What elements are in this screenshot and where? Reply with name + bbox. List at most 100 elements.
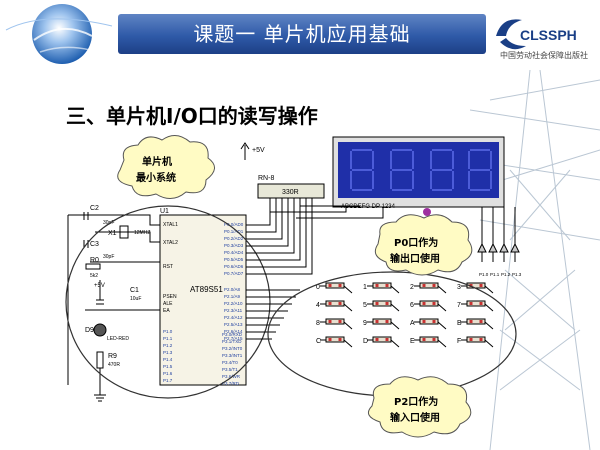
c3-value: 30pF [103,254,114,260]
p0-bus-wires [246,198,384,275]
digit-driver-triangle [477,242,487,253]
key-contact [422,302,426,305]
p0-pin-label: P0.0/AD0 [224,222,244,227]
callout-min-system-line1: 单片机 [142,155,172,168]
digit-driver-triangle [499,242,509,253]
key-wire [367,285,400,294]
key-contact [385,284,389,287]
digit-driver-label: P1.2 [501,272,511,277]
title-bar [118,14,486,54]
mcu-chip [159,214,247,386]
brand-subtitle: 中国劳动社会保障出版社 [500,51,588,60]
p1-pin-label: P1.6 [163,371,173,376]
key-label: 9 [363,320,367,327]
key-wire [320,321,353,330]
key-contact [375,284,379,287]
pin-rst: RST [163,264,173,270]
p3-pin-label: P3.2/INT0 [222,346,243,351]
key-contact [432,302,436,305]
r0-label: R0 [90,257,99,264]
digit-driver-label: P1.0 [479,272,489,277]
globe-icon [5,4,113,64]
key-contact [479,302,483,305]
pin-ea: EA [163,308,170,314]
key-contact [375,320,379,323]
key-label: 6 [410,302,414,309]
p3-pin-label: P3.5/T1 [222,367,238,372]
key-label: 5 [363,302,367,309]
key-label: F [457,338,461,345]
pin-xtal2: XTAL2 [163,240,178,246]
key-wire [414,321,447,330]
key-contact [385,338,389,341]
mcu-name: AT89S51 [190,285,223,294]
key-label: 2 [410,284,414,291]
p2-pin-labels: P2.0/A8P2.1/A9P2.2/A10P2.3/A11P2.4/A12P2… [224,287,243,341]
key-contact [422,284,426,287]
display-digits [350,149,492,191]
digit-driver-label: P1.3 [512,272,522,277]
p0-pin-label: P0.2/AD2 [224,236,244,241]
p0-pin-label: P0.6/AD6 [224,264,244,269]
key-contact [385,302,389,305]
key-wire [367,303,400,312]
callout-p0-output: P0口作为 输出口使用 [374,214,473,276]
key-contact [479,338,483,341]
c3-label: C3 [90,241,99,248]
key-contact [479,284,483,287]
section-heading: 三、单片机I/O口的读写操作 [66,104,318,128]
key-label: 0 [316,284,320,291]
key-wire [461,285,494,294]
key-contact [338,302,342,305]
key-contact [469,302,473,305]
display-pin-marker [423,208,431,216]
d9-label: D9 [85,327,94,334]
power-label: +5V [252,147,265,154]
p3-pin-label: P3.1/TXD [222,339,242,344]
brand-name: CLSSPH [520,27,577,43]
callout-p0-line1: P0口作为 [394,236,438,249]
key-contact [432,284,436,287]
p3-pin-label: P3.4/T0 [222,360,238,365]
key-contact [469,320,473,323]
key-label: 1 [363,284,367,291]
key-contact [422,338,426,341]
key-label: D [363,338,368,345]
key-wire [367,339,400,348]
p0-pin-labels: P0.0/AD0P0.1/AD1P0.2/AD2P0.3/AD3P0.4/AD4… [224,222,244,276]
p1-pin-labels: P1.0P1.1P1.2P1.3P1.4P1.5P1.6P1.7 [163,329,173,383]
p2-pin-label: P2.1/A9 [224,294,241,299]
key-wire [320,285,353,294]
header-banner: 课题一 单片机应用基础 CLSSPH 中国劳动社会保障出版社 [0,0,600,70]
key-contact [469,284,473,287]
key-label: 4 [316,302,320,309]
p0-pin-label: P0.5/AD5 [224,257,244,262]
c1-value: 10uF [130,296,141,302]
key-wire [461,303,494,312]
p1-pin-label: P1.0 [163,329,173,334]
resistor-network [257,183,325,199]
x1-label: X1 [108,230,117,237]
key-wire [320,303,353,312]
digit-driver-label: P1.1 [490,272,500,277]
key-label: 3 [457,284,461,291]
p1-pin-label: P1.3 [163,350,173,355]
p0-pin-label: P0.4/AD4 [224,250,244,255]
callout-p2-line2: 输入口使用 [390,411,440,424]
resnet-value: 330R [282,189,299,196]
page-title: 课题一 单片机应用基础 [193,22,411,46]
resistor-r0 [85,263,101,270]
resistor-r9 [96,351,104,369]
p0-pin-label: P0.1/AD1 [224,229,244,234]
key-contact [375,302,379,305]
key-label: A [410,320,415,327]
oscillator-circuit [67,212,160,385]
key-contact [479,320,483,323]
key-contact [432,320,436,323]
d9-value: LED-RED [107,336,129,342]
key-contact [385,320,389,323]
r9-label: R9 [108,353,117,360]
digit-driver-triangle [488,242,498,253]
